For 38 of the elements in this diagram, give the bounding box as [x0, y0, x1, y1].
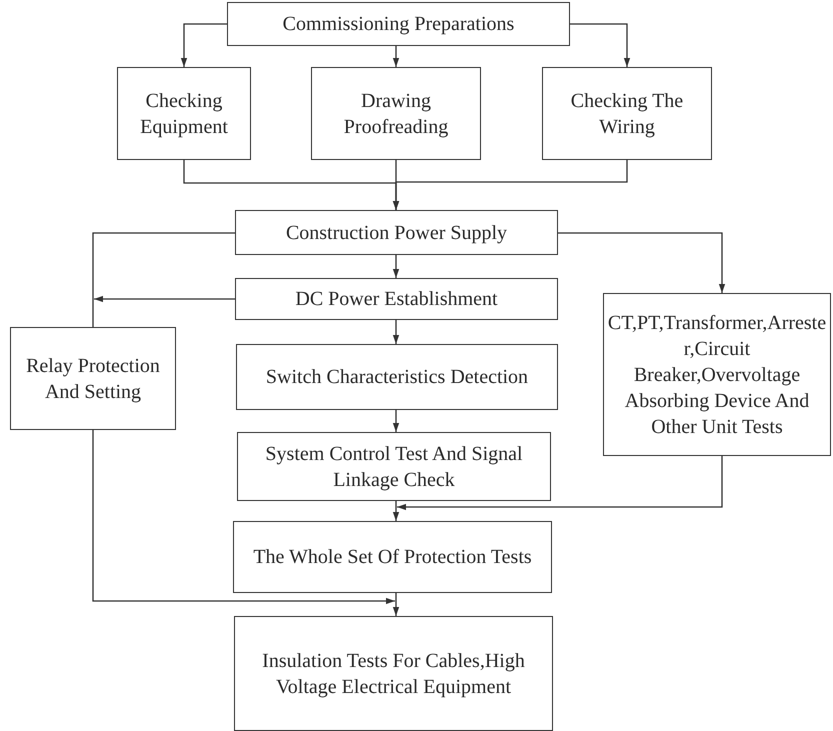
process-box [227, 2, 570, 46]
process-box [311, 67, 481, 160]
process-box [235, 210, 558, 255]
arrow [558, 232, 726, 293]
step-label: Relay Protection And Setting [25, 354, 161, 404]
step-label: DC Power Establishment [294, 287, 499, 312]
arrow [392, 410, 400, 432]
process-box [237, 432, 551, 501]
step-label: CT,PT,Transformer,Arrester,Circuit Breaker,Overvoltage Absorbing Device And Other Unit Tests [606, 310, 828, 440]
step-label: Drawing Proofreading [342, 88, 450, 140]
step-label: Switch Characteristics Detection [264, 365, 530, 390]
step-label: System Control Test And Signal Linkage Check [264, 442, 524, 492]
arrow [570, 23, 630, 67]
arrow [392, 501, 400, 521]
step-label: Commissioning Preparations [282, 12, 516, 37]
arrow [92, 430, 395, 604]
arrow [392, 255, 400, 278]
process-box [603, 293, 831, 456]
arrow [94, 296, 235, 302]
arrow [180, 23, 227, 67]
step-label: Checking Equipment [139, 88, 229, 140]
arrow [392, 320, 400, 344]
step-label: Insulation Tests For Cables,High Voltage Electrical Equipment [261, 648, 526, 700]
process-box [235, 278, 558, 320]
connector-line [92, 232, 235, 327]
process-box [10, 327, 176, 430]
process-box [542, 67, 712, 160]
step-label: The Whole Set Of Protection Tests [252, 545, 533, 570]
arrow [397, 456, 723, 510]
process-box [117, 67, 251, 160]
arrow [392, 46, 400, 67]
arrow [392, 593, 400, 616]
process-box [236, 344, 558, 410]
step-label: Construction Power Supply [284, 220, 508, 246]
process-box [234, 616, 553, 731]
step-label: Checking The Wiring [570, 88, 684, 140]
process-box [233, 521, 552, 593]
arrow [392, 160, 628, 210]
